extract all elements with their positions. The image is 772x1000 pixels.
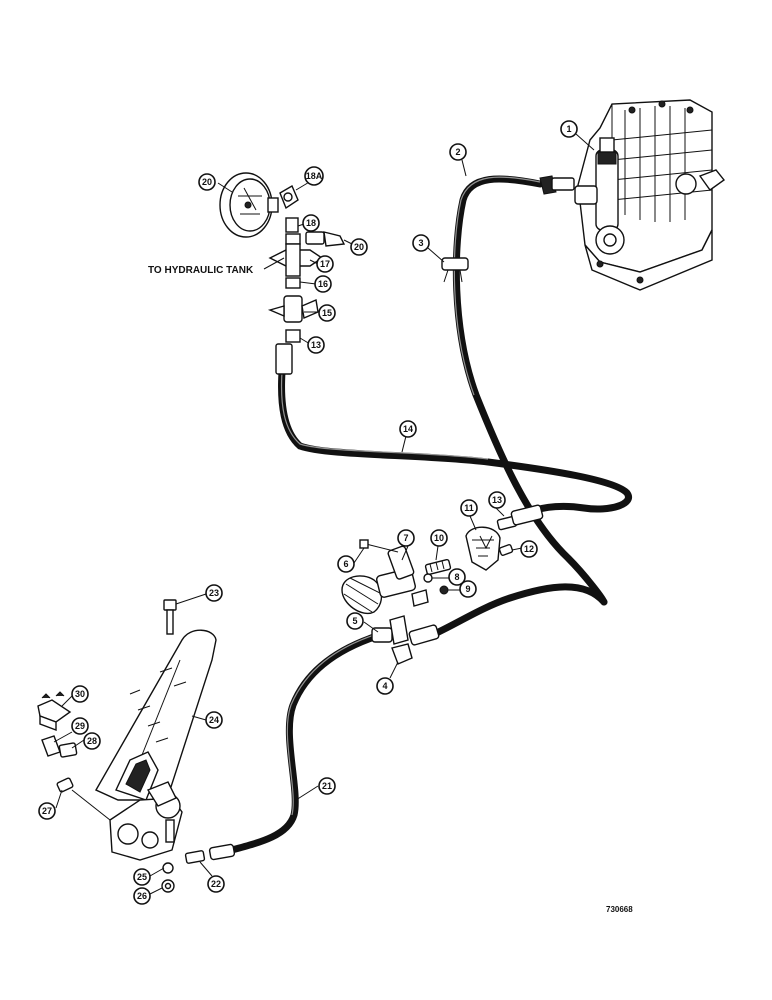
callout-label: 26 — [137, 891, 147, 901]
callout-13-right: 13 — [488, 491, 506, 509]
callout-label: 10 — [434, 533, 444, 543]
callout-9: 9 — [459, 580, 477, 598]
fitting-28 — [58, 742, 78, 758]
callout-label: 25 — [137, 872, 147, 882]
fitting-27 — [56, 777, 111, 821]
callout-label: 20 — [202, 177, 212, 187]
callout-14: 14 — [399, 420, 417, 438]
callout-label: 30 — [75, 689, 85, 699]
hose-2 — [452, 175, 608, 606]
callout-label: 29 — [75, 721, 85, 731]
callout-label: 18A — [306, 171, 323, 181]
callout-label: 28 — [87, 736, 97, 746]
hose-clamp — [441, 257, 469, 283]
fitting-12 — [498, 544, 514, 556]
callout-label: 12 — [524, 544, 534, 554]
callout-label: 23 — [209, 588, 219, 598]
callout-label: 5 — [352, 616, 357, 626]
callout-24: 24 — [205, 711, 223, 729]
callout-18: 18 — [302, 214, 320, 232]
callout-5: 5 — [346, 612, 364, 630]
callout-12: 12 — [520, 540, 538, 558]
tee-fitting — [268, 217, 346, 289]
elbow-29 — [41, 735, 61, 757]
callout-21: 21 — [318, 777, 336, 795]
hose-21 — [228, 632, 381, 854]
callout-label: 3 — [418, 238, 423, 248]
callout-label: 9 — [465, 584, 470, 594]
callout-label: 17 — [320, 259, 330, 269]
callout-1: 1 — [560, 120, 578, 138]
callout-11: 11 — [460, 499, 478, 517]
callout-label: 13 — [492, 495, 502, 505]
callout-13-left: 13 — [307, 336, 325, 354]
callout-16: 16 — [314, 275, 332, 293]
pressure-gauge — [219, 172, 279, 238]
tank-caption: TO HYDRAULIC TANK — [148, 265, 254, 276]
callout-3: 3 — [412, 234, 430, 252]
stoplight-switch-30 — [37, 691, 72, 732]
callout-22: 22 — [207, 875, 225, 893]
callout-label: 24 — [209, 715, 219, 725]
pump-assembly — [539, 99, 726, 291]
callout-label: 21 — [322, 781, 332, 791]
callout-label: 11 — [464, 503, 474, 513]
elbow-5 — [371, 615, 409, 645]
callout-label: 22 — [211, 879, 221, 889]
callout-label: 20 — [354, 242, 364, 252]
callout-label: 4 — [382, 681, 387, 691]
brake-pedal — [95, 629, 217, 801]
callout-label: 27 — [42, 806, 52, 816]
callout-label: 1 — [566, 124, 571, 134]
fitting-10 — [424, 558, 452, 576]
bolt-6 — [359, 539, 399, 553]
callout-label: 7 — [403, 533, 408, 543]
fitting-13-right — [496, 504, 544, 531]
callout-18a: 18A — [304, 166, 324, 186]
shutoff-valve — [267, 295, 319, 375]
callout-label: 6 — [343, 559, 348, 569]
callout-label: 13 — [311, 340, 321, 350]
callout-20-fitting: 20 — [350, 238, 368, 256]
fitting-22 — [184, 843, 236, 864]
figure-code: 730668 — [606, 905, 633, 914]
callout-4: 4 — [376, 677, 394, 695]
callout-label: 8 — [454, 572, 459, 582]
callout-2: 2 — [449, 143, 467, 161]
hose-return — [426, 583, 608, 640]
callout-10: 10 — [430, 529, 448, 547]
fitting-18a — [279, 184, 299, 210]
callout-30: 30 — [71, 685, 89, 703]
callout-29: 29 — [71, 717, 89, 735]
callout-26: 26 — [133, 887, 151, 905]
callout-20-gauge: 20 — [198, 173, 216, 191]
callout-label: 15 — [322, 308, 332, 318]
pedal-valve-body — [109, 781, 183, 861]
callout-label: 2 — [455, 147, 460, 157]
callout-17: 17 — [316, 255, 334, 273]
callout-15: 15 — [318, 304, 336, 322]
callout-label: 14 — [403, 424, 413, 434]
callout-6: 6 — [337, 555, 355, 573]
callout-label: 16 — [318, 279, 328, 289]
callout-28: 28 — [83, 732, 101, 750]
control-valve — [341, 545, 429, 615]
callout-7: 7 — [397, 529, 415, 547]
callout-27: 27 — [38, 802, 56, 820]
washer-8-9 — [423, 573, 449, 595]
pedal-bolt-23 — [163, 599, 177, 635]
callout-23: 23 — [205, 584, 223, 602]
callout-label: 18 — [306, 218, 316, 228]
callout-25: 25 — [133, 868, 151, 886]
callout-8: 8 — [448, 568, 466, 586]
washer-25-26 — [161, 862, 175, 893]
elbow-4 — [391, 624, 440, 665]
hose-14 — [278, 368, 632, 516]
valve-housing-11 — [465, 526, 501, 571]
